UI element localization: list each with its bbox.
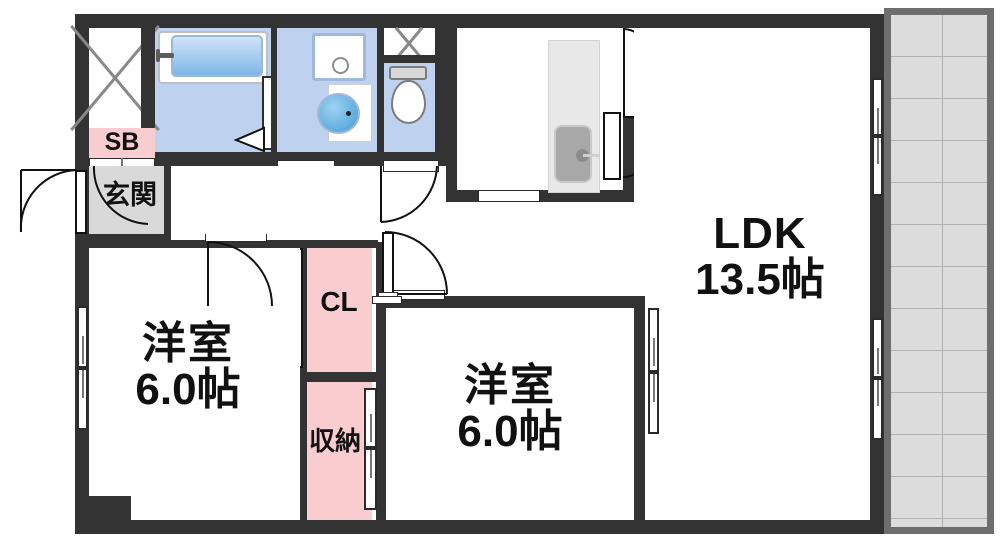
entrance-label: 玄関 (103, 180, 157, 210)
closet-cl-area (306, 246, 372, 372)
ldk-window-upper-line (877, 108, 879, 134)
wall-closet-cl-left (300, 240, 307, 382)
washbasin (317, 93, 360, 134)
bathroom-door-fold-icon (233, 126, 265, 153)
bedroom-left-window-lower[interactable] (77, 368, 88, 430)
ldk-window-upper[interactable] (872, 78, 883, 136)
bedroom-center-door-leaf[interactable] (382, 232, 394, 294)
ldk-window-upper2[interactable] (872, 136, 883, 196)
entrance-door-leaf[interactable] (75, 170, 87, 234)
bedroom-center-window-right2-line (653, 374, 655, 402)
storage-door2-line (370, 450, 372, 478)
wall-closet-cl-top (300, 240, 378, 248)
kitchen-faucet-icon (576, 149, 589, 162)
storage-door2[interactable] (364, 448, 377, 510)
pipe-shaft-box (89, 28, 141, 128)
corridor-floor (171, 166, 376, 234)
ldk-window-lower2-line (877, 380, 879, 406)
wall-bathroom-right (271, 14, 277, 152)
wall-bedroom-left-top (89, 240, 303, 248)
exterior-wall-top-ldk (645, 14, 835, 28)
toilet-bowl (391, 80, 426, 124)
entrance-door-swing-icon (19, 169, 78, 233)
wall-bedroom-center-right (634, 296, 645, 520)
wall-toilet-right (435, 14, 446, 152)
bedroom-left-name-label: 洋室 (142, 319, 234, 368)
wall-kitchen-bottom (446, 190, 634, 202)
entrance-floor (89, 166, 171, 234)
bedroom-left-floor (89, 248, 300, 496)
wall-storage-left (300, 382, 307, 520)
bedroom-center-floor (386, 308, 634, 520)
bathtub (171, 35, 263, 77)
wall-toilet-top (377, 55, 435, 63)
wall-wetarea-bottom (89, 152, 446, 166)
bedroom-left-window-upper-line (82, 336, 84, 364)
storage-area (306, 382, 372, 520)
bedroom-left-window-lower-line (82, 370, 84, 398)
kitchen-faucet-arm-icon (583, 154, 600, 157)
shoebox-label: SB (104, 128, 140, 156)
ldk-window-upper2-line (877, 138, 879, 164)
ldk-name-label: LDK (713, 209, 807, 258)
wall-bedroom-center-left (376, 242, 386, 520)
ldk-window-lower2[interactable] (872, 378, 883, 440)
kitchen-ldk-door-leaf[interactable] (603, 112, 621, 180)
toilet-door-swing-icon[interactable] (379, 165, 441, 228)
exterior-wall-bottom-left-jog (75, 496, 131, 520)
entrance-inner-door-swing-icon (92, 165, 149, 225)
washbasin-drain-icon (346, 111, 351, 116)
exterior-wall-bottom (75, 520, 870, 534)
closet-cl-label: CL (320, 286, 358, 317)
closet-cl-vent-right (372, 296, 402, 304)
toilet-tank (389, 66, 427, 80)
storage-label: 収納 (308, 426, 361, 456)
wall-pipeshaft-right (141, 14, 155, 128)
toilet-door-header (383, 160, 439, 172)
wall-entrance-bottom (89, 234, 171, 242)
bedroom-left-area-label: 6.0帖 (135, 365, 241, 414)
ldk-area-label: 13.5帖 (695, 255, 825, 304)
bedroom-center-window-right2[interactable] (648, 372, 659, 434)
wall-entrance-right (164, 166, 171, 234)
wall-kitchen-left (446, 14, 457, 200)
kitchen-floor (446, 28, 634, 190)
storage-door-line (370, 414, 372, 442)
wall-washroom-right (377, 14, 384, 152)
bedroom-left-door-swing-icon[interactable] (206, 241, 274, 308)
ldk-floor (634, 28, 870, 520)
bathtub-faucet-head (156, 49, 160, 62)
bedroom-center-window-right-line (653, 338, 655, 366)
meter-box-top (383, 28, 435, 58)
exterior-wall-top-kitchen (445, 14, 645, 28)
exterior-wall-top (75, 14, 445, 28)
balcony-area (884, 8, 994, 534)
bedroom-center-area-label: 6.0帖 (457, 407, 563, 456)
wall-closet-cl-bottom (300, 372, 378, 382)
vanity-mirror-knob-icon (332, 57, 349, 74)
shoebox-door-divider (121, 158, 123, 170)
shoebox-area (89, 128, 155, 158)
ldk-window-lower-line (877, 348, 879, 374)
bedroom-center-name-label: 洋室 (464, 361, 556, 410)
bathtub-faucet (158, 53, 174, 58)
kitchen-doorway-opening[interactable] (478, 190, 540, 202)
